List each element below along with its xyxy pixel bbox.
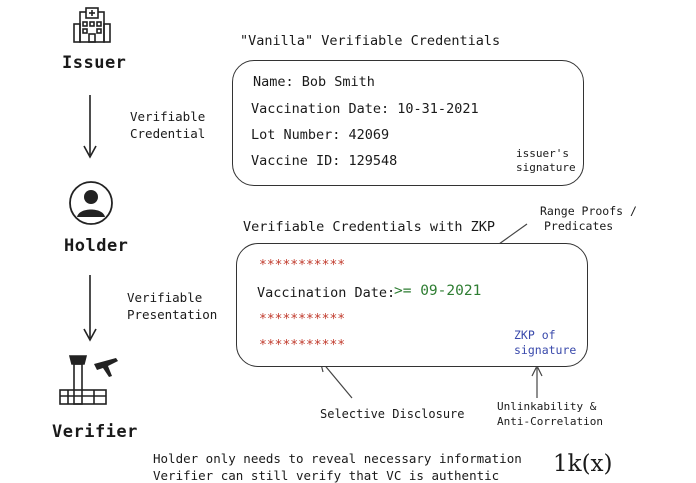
signature-line: ZKP of (514, 328, 556, 342)
holder-label: Holder (64, 236, 129, 256)
issuer-to-holder-arrow (83, 95, 97, 159)
hospital-icon (73, 7, 111, 43)
signature-line: issuer's (516, 147, 569, 160)
edge-label-line: Verifiable (130, 109, 206, 124)
airport-tower-icon (59, 355, 118, 405)
unlinkability-arrow (531, 364, 543, 398)
vanilla-vc-card: Name: Bob Smith Vaccination Date: 10-31-… (232, 60, 584, 186)
footer-line-1: Holder only needs to reveal necessary in… (153, 451, 522, 466)
annotation-line: Unlinkability & (497, 400, 597, 413)
zkp-vc-title: Verifiable Credentials with ZKP (243, 219, 495, 235)
footer-line-2: Verifier can still verify that VC is aut… (153, 468, 500, 483)
zkp-date-predicate: >= 09-2021 (394, 283, 482, 299)
vanilla-vc-title: "Vanilla" Verifiable Credentials (240, 33, 501, 49)
holder-to-verifier-arrow (83, 275, 97, 342)
edge-label-line: Verifiable (127, 290, 203, 305)
vc-field-name: Name: Bob Smith (253, 74, 375, 90)
edge-label-line: Credential (130, 126, 206, 141)
verifiable-credential-label: Verifiable Credential (130, 108, 205, 142)
edge-label-line: Presentation (127, 307, 218, 322)
zkp-signature: ZKP of signature (514, 328, 576, 358)
range-proofs-annotation: Range Proofs / Predicates (540, 204, 637, 234)
vc-field-vaccine-id: Vaccine ID: 129548 (251, 153, 398, 169)
issuer-label: Issuer (62, 53, 127, 73)
unlinkability-annotation: Unlinkability & Anti-Correlation (497, 399, 603, 429)
selective-disclosure-annotation: Selective Disclosure (320, 407, 465, 421)
issuer-signature: issuer's signature (516, 147, 576, 175)
avatar-icon (69, 181, 113, 225)
masked-field: *********** (259, 258, 346, 273)
annotation-line: Predicates (544, 219, 614, 233)
signature-line: signature (516, 161, 576, 174)
logo-1kx: 1k(x) (553, 451, 613, 477)
signature-line: signature (514, 343, 577, 357)
masked-field: *********** (259, 312, 346, 327)
vc-field-vaccination-date: Vaccination Date: 10-31-2021 (251, 101, 479, 117)
verifiable-presentation-label: Verifiable Presentation (127, 289, 217, 323)
zkp-vaccination-date-label: Vaccination Date: (257, 285, 396, 301)
masked-field: *********** (259, 338, 346, 353)
vc-field-lot-number: Lot Number: 42069 (251, 127, 390, 143)
annotation-line: Range Proofs / (540, 204, 637, 218)
annotation-line: Anti-Correlation (497, 415, 603, 428)
verifier-label: Verifier (52, 422, 138, 442)
zkp-vc-card: *********** Vaccination Date: >= 09-2021… (236, 243, 588, 367)
